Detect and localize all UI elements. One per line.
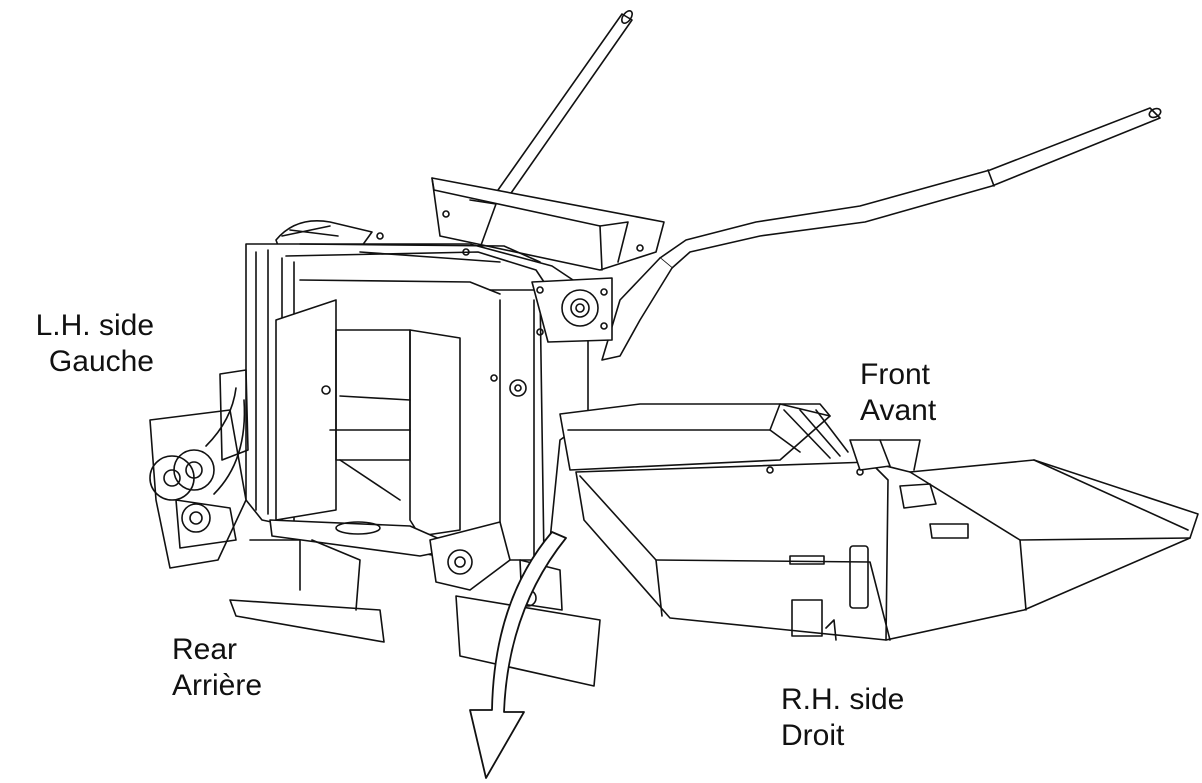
rear-label: Rear Arrière [172, 632, 262, 704]
rear-label-english: Rear [172, 633, 238, 666]
front-label: Front Avant [860, 357, 936, 429]
top-tray [431, 177, 665, 271]
inner-compartment [269, 299, 461, 557]
chain-drive [149, 369, 249, 569]
front-label-english: Front [860, 358, 931, 391]
right-side-label-english: R.H. side [781, 683, 905, 716]
right-side-label-french: Droit [781, 719, 845, 752]
rear-label-french: Arrière [172, 669, 263, 702]
left-side-label-english: L.H. side [35, 309, 154, 342]
left-side-label-french: Gauche [48, 345, 154, 378]
feed-chute [575, 459, 1199, 641]
link-arms [229, 521, 601, 687]
left-side-label: L.H. side Gauche [6, 308, 154, 380]
front-label-french: Avant [860, 394, 937, 427]
handle-bars [497, 10, 1162, 361]
bearing-housing [531, 277, 613, 343]
direction-arrow [469, 531, 567, 779]
right-side-label: R.H. side Droit [781, 682, 904, 754]
hopper [559, 403, 921, 471]
